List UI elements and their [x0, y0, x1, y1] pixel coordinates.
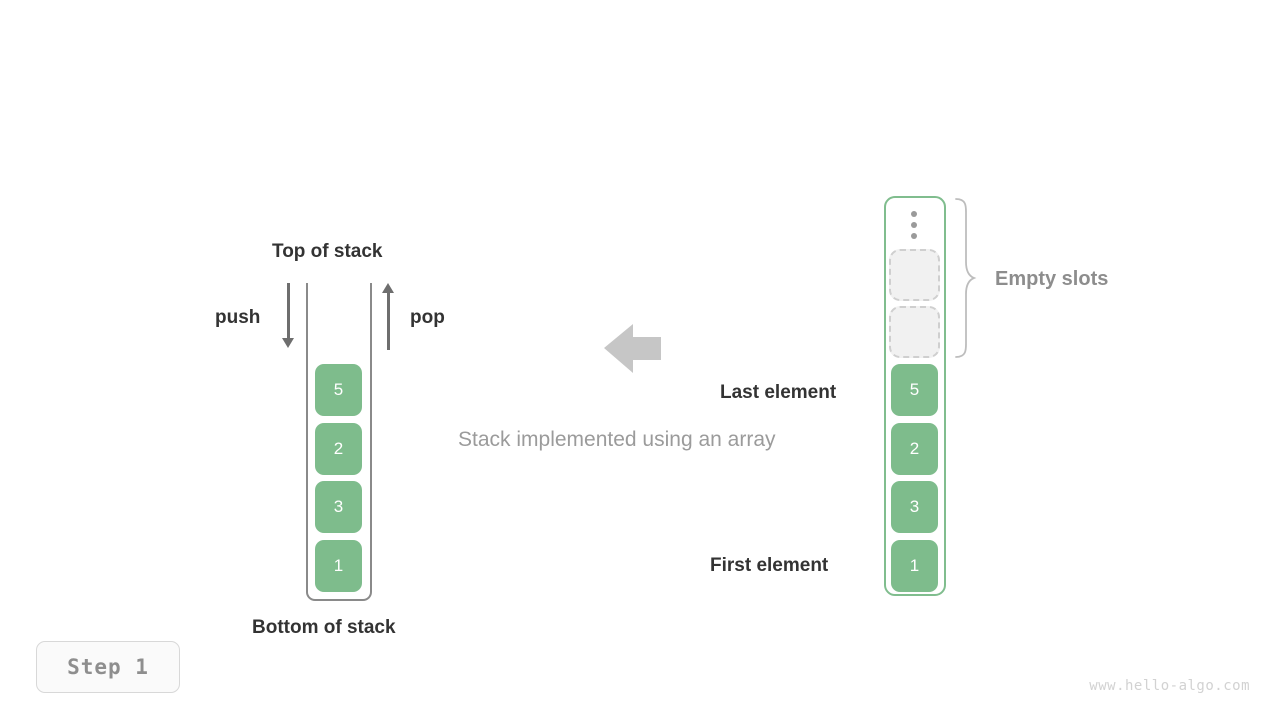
- empty-slot: [889, 306, 940, 358]
- diagram-caption: Stack implemented using an array: [458, 428, 776, 451]
- array-cell: 5: [891, 364, 938, 416]
- stack-cell: 3: [315, 481, 362, 533]
- vertical-ellipsis-icon: [911, 211, 918, 239]
- array-cell: 2: [891, 423, 938, 475]
- push-arrow-head: [282, 338, 294, 348]
- watermark: www.hello-algo.com: [1089, 678, 1250, 694]
- push-label: push: [215, 307, 261, 328]
- empty-slots-label: Empty slots: [995, 268, 1109, 290]
- empty-slots-brace: [955, 198, 977, 358]
- first-element-label: First element: [710, 555, 829, 576]
- arrow-left-icon: [604, 324, 661, 373]
- bottom-of-stack-label: Bottom of stack: [252, 617, 396, 638]
- push-arrow-shaft: [287, 283, 290, 340]
- empty-slot: [889, 249, 940, 301]
- pop-arrow-head: [382, 283, 394, 293]
- step-badge: Step 1: [36, 641, 180, 693]
- stack-vessel: [306, 283, 372, 601]
- array-cell: 3: [891, 481, 938, 533]
- stack-cell: 5: [315, 364, 362, 416]
- stack-cell: 1: [315, 540, 362, 592]
- pop-arrow-shaft: [387, 293, 390, 350]
- last-element-label: Last element: [720, 382, 837, 403]
- array-cell: 1: [891, 540, 938, 592]
- top-of-stack-label: Top of stack: [272, 241, 383, 262]
- stack-cell: 2: [315, 423, 362, 475]
- pop-label: pop: [410, 307, 445, 328]
- array-vessel: [884, 196, 946, 596]
